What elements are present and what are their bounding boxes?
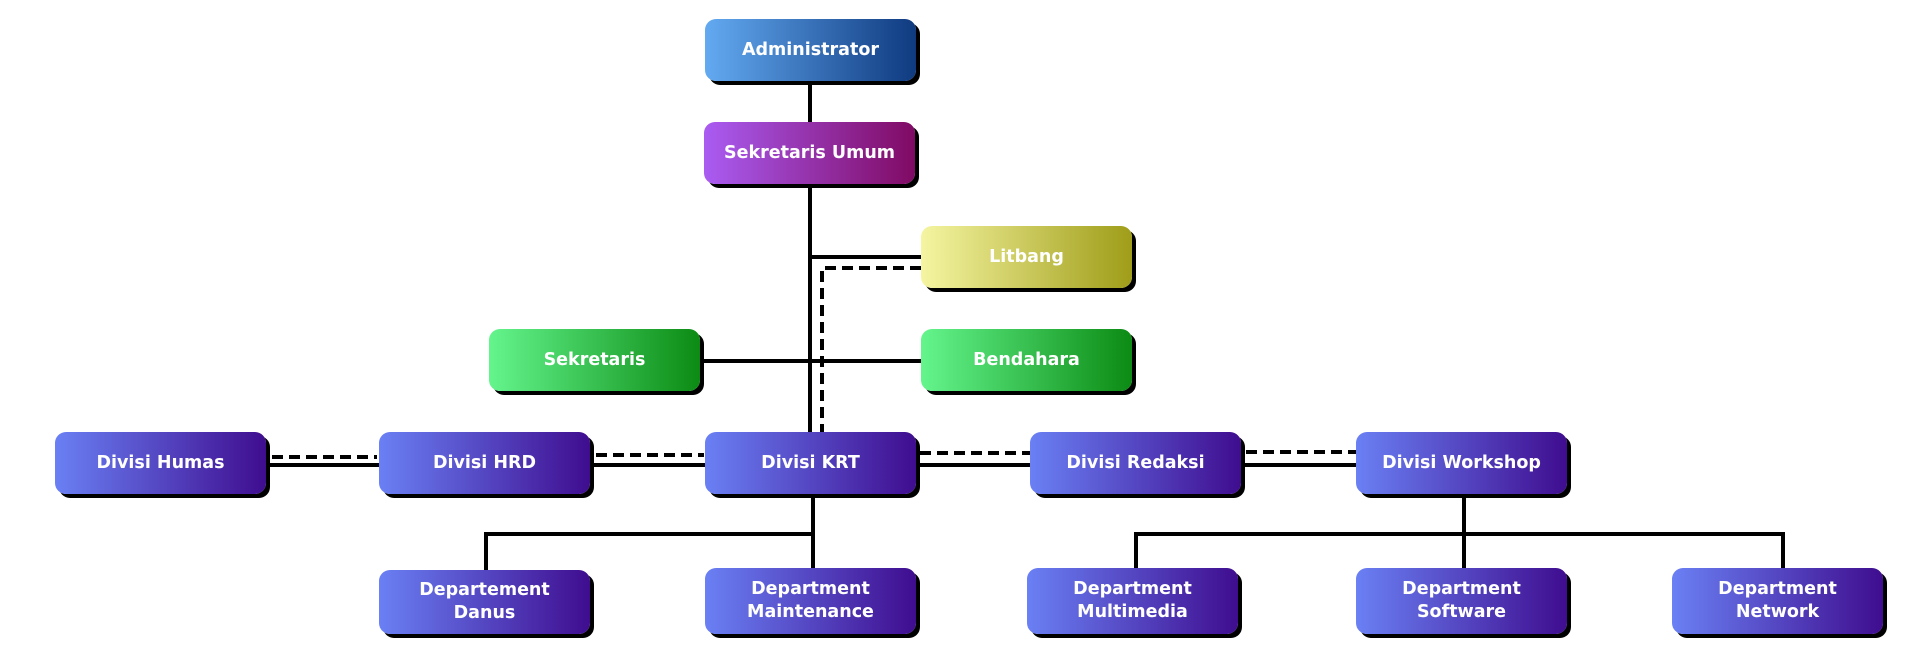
node-label: Department Software xyxy=(1402,578,1521,624)
node-label-line-2: Danus xyxy=(453,603,516,623)
node-dept-multimedia: Department Multimedia xyxy=(1027,568,1238,634)
connector-krt-departments xyxy=(484,532,813,570)
node-label-line-1: Departement xyxy=(419,580,550,600)
node-dept-software: Department Software xyxy=(1356,568,1567,634)
node-label-line-2: Multimedia xyxy=(1077,602,1188,622)
node-label: Divisi Redaksi xyxy=(1066,452,1205,473)
node-divisi-humas: Divisi Humas xyxy=(55,432,266,494)
node-litbang: Litbang xyxy=(921,226,1132,288)
node-label-line-1: Department xyxy=(751,579,870,599)
node-dept-network: Department Network xyxy=(1672,568,1883,634)
node-label-line-2: Software xyxy=(1416,602,1507,622)
node-label: Department Multimedia xyxy=(1073,578,1192,624)
node-label-line-2: Maintenance xyxy=(747,602,874,622)
node-divisi-krt: Divisi KRT xyxy=(705,432,916,494)
node-label: Litbang xyxy=(989,246,1064,267)
node-sekretaris-umum: Sekretaris Umum xyxy=(704,122,915,184)
node-label-line-2: Network xyxy=(1735,602,1820,622)
connector-workshop-departments xyxy=(1134,532,1785,568)
node-label-line-1: Department xyxy=(1402,579,1521,599)
node-label: Department Maintenance xyxy=(747,578,874,624)
node-label: Sekretaris xyxy=(543,349,646,370)
node-dept-danus: Departement Danus xyxy=(379,570,590,634)
node-label: Divisi Workshop xyxy=(1382,452,1541,473)
node-administrator: Administrator xyxy=(705,19,916,81)
node-bendahara: Bendahara xyxy=(921,329,1132,391)
node-label: Departement Danus xyxy=(419,579,550,625)
node-dept-maintenance: Department Maintenance xyxy=(705,568,916,634)
node-label: Divisi Humas xyxy=(96,452,225,473)
dashed-litbang-krt xyxy=(820,266,921,432)
node-divisi-redaksi: Divisi Redaksi xyxy=(1030,432,1241,494)
node-label: Department Network xyxy=(1718,578,1837,624)
node-sekretaris: Sekretaris xyxy=(489,329,700,391)
node-divisi-hrd: Divisi HRD xyxy=(379,432,590,494)
node-label: Bendahara xyxy=(973,349,1080,370)
node-divisi-workshop: Divisi Workshop xyxy=(1356,432,1567,494)
node-label: Sekretaris Umum xyxy=(723,142,896,163)
node-label: Divisi HRD xyxy=(432,452,537,473)
node-label: Administrator xyxy=(741,39,879,60)
node-label: Divisi KRT xyxy=(761,452,860,473)
node-label-line-1: Department xyxy=(1073,579,1192,599)
node-label-line-1: Department xyxy=(1718,579,1837,599)
